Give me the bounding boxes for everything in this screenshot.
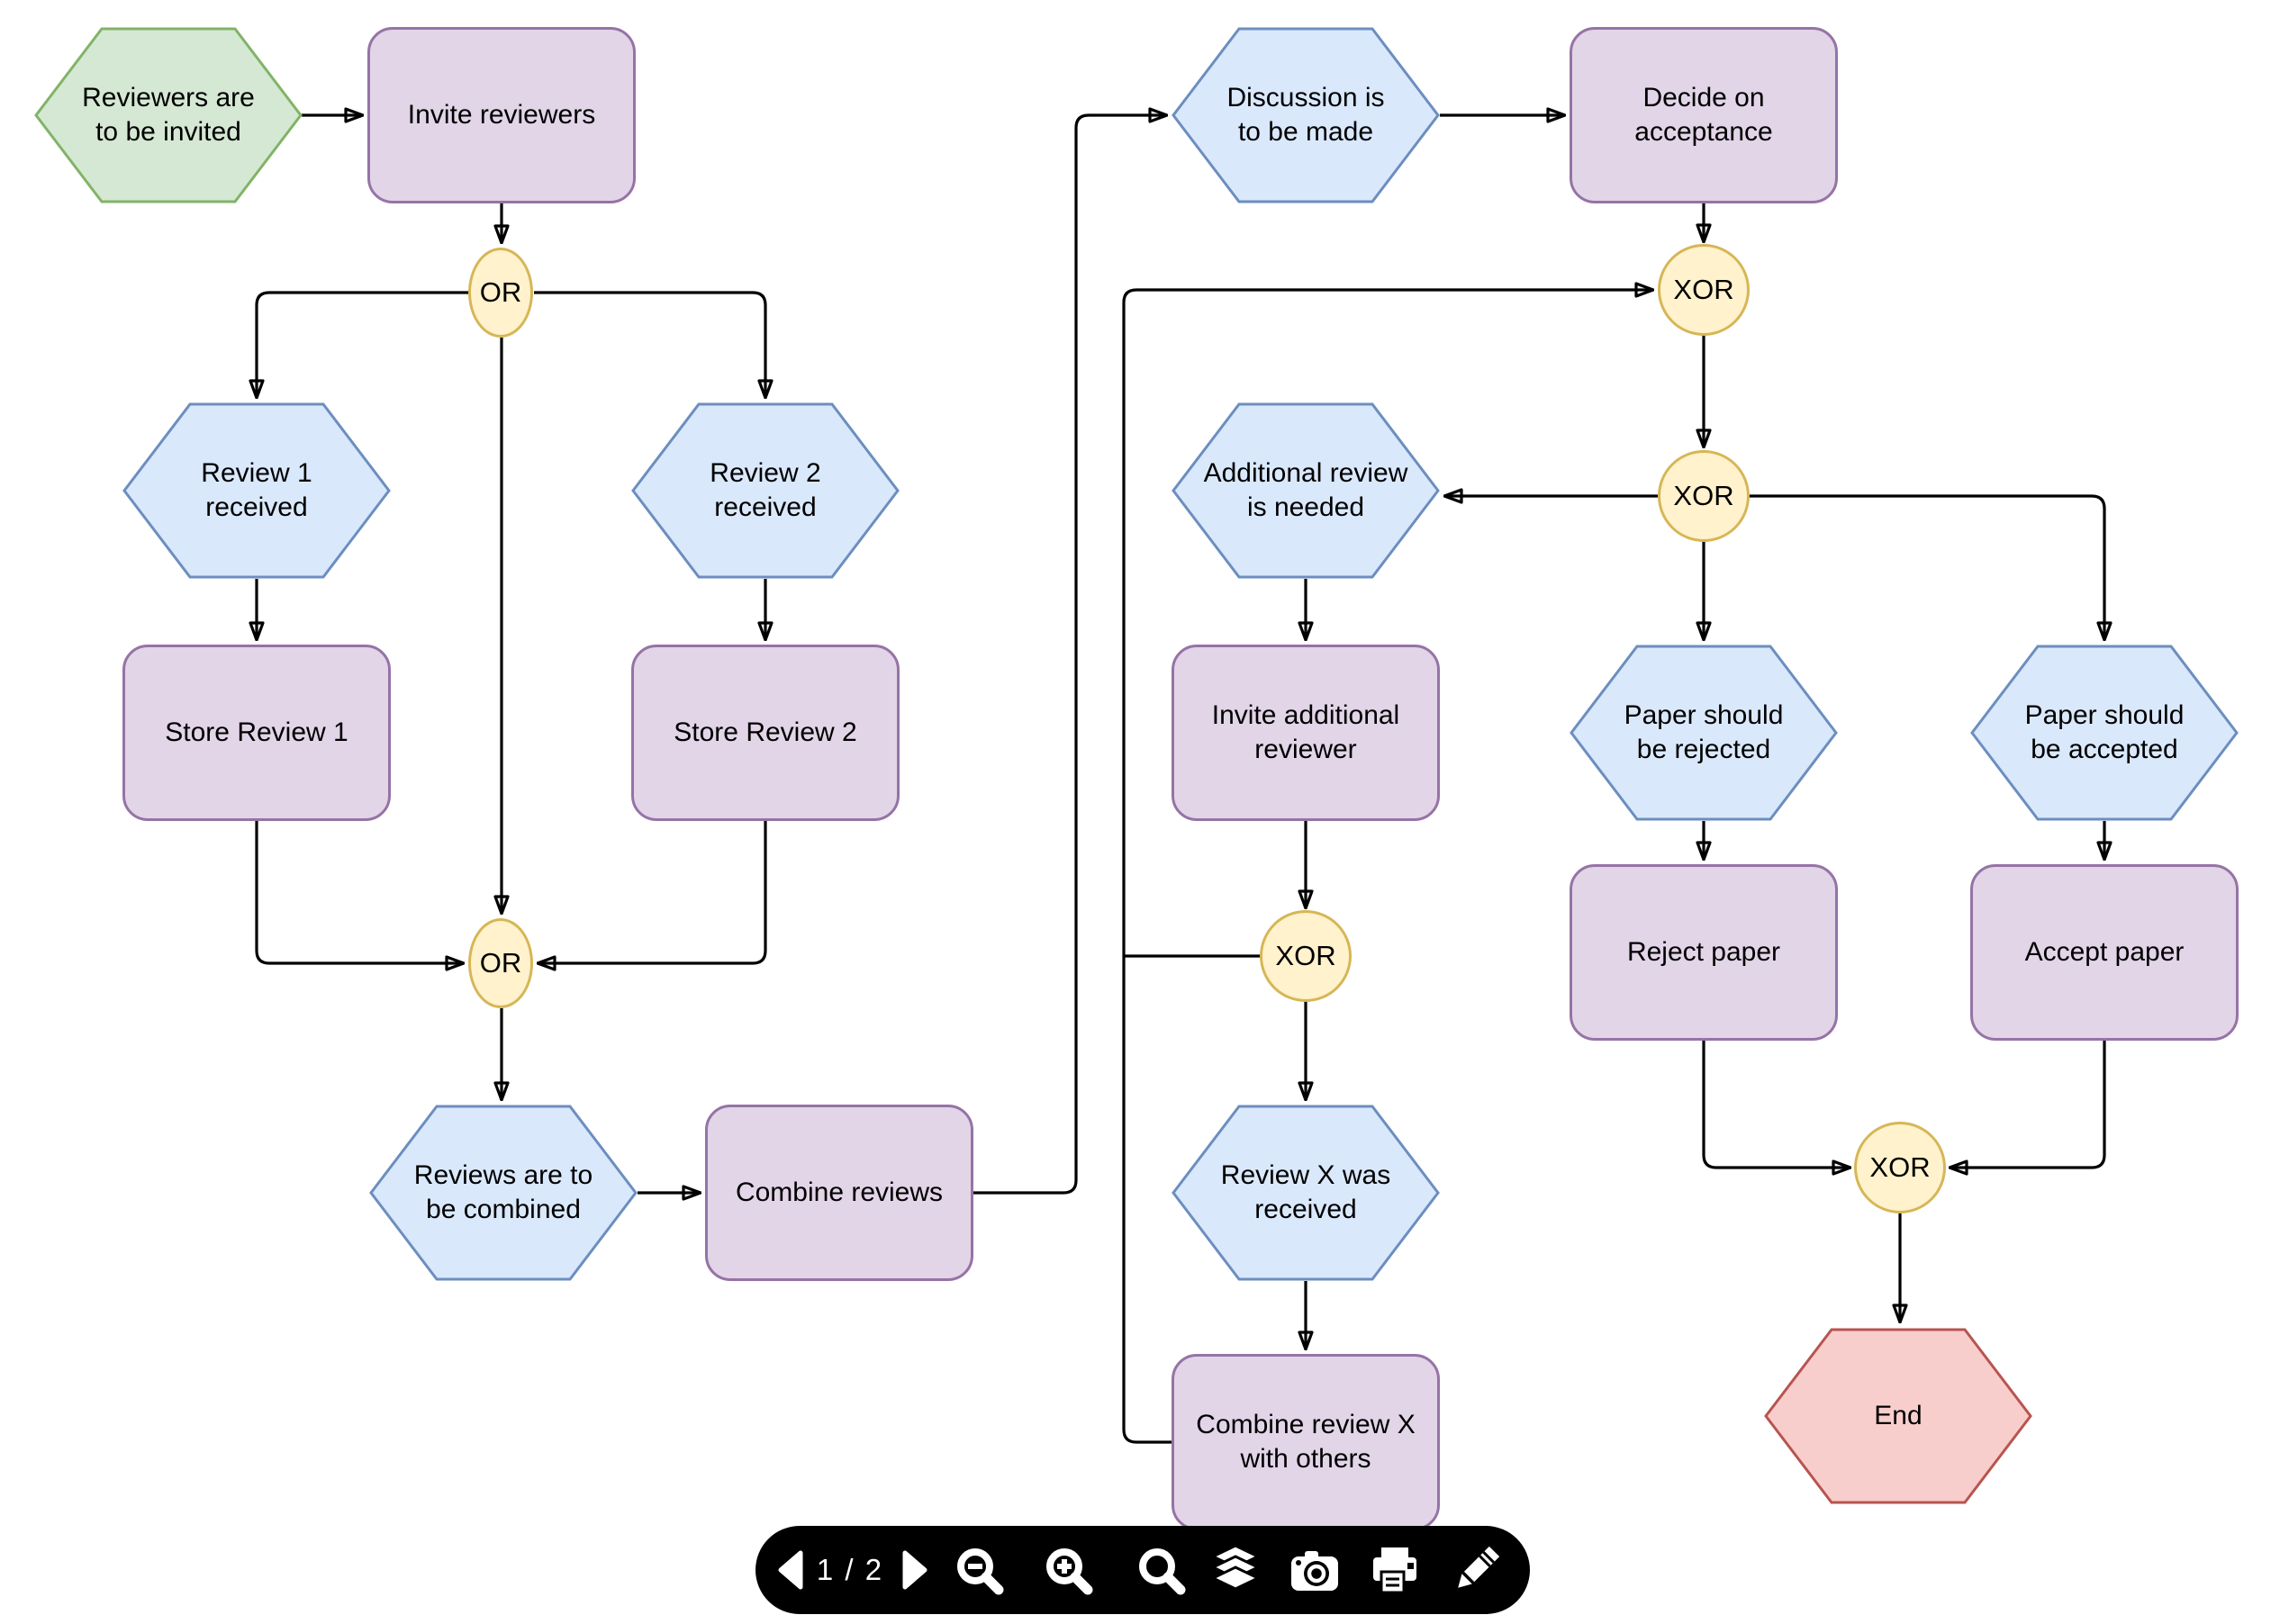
connector-xor-2: XOR (1658, 450, 1750, 542)
layers-button[interactable] (1209, 1544, 1262, 1596)
prev-page-icon (778, 1550, 803, 1590)
hexagon-shape (122, 402, 391, 579)
function-accept-paper: Accept paper (1970, 864, 2239, 1041)
hexagon-shape (34, 27, 303, 203)
node-label: Paper should be accepted (2024, 699, 2185, 764)
event-reviewers-to-be-invited: Reviewers are to be invited (34, 27, 303, 203)
zoom-in-button[interactable] (1042, 1544, 1094, 1596)
event-review-2-received: Review 2 received (631, 402, 900, 579)
viewer-toolbar: 1 / 2 (755, 1526, 1530, 1614)
event-end: End (1764, 1328, 2032, 1504)
event-reviews-to-be-combined: Reviews are to be combined (369, 1105, 638, 1281)
node-label: Accept paper (2024, 936, 2185, 967)
next-page-icon (902, 1550, 927, 1590)
snapshot-button[interactable] (1289, 1544, 1341, 1596)
node-label: Invite additional reviewer (1211, 699, 1400, 764)
connector-label: XOR (1673, 274, 1734, 305)
node-label: Additional review is needed (1203, 457, 1408, 522)
edge-store1-to-or2 (255, 821, 463, 963)
print-icon (1373, 1547, 1416, 1594)
node-label: Combine review X with others (1196, 1409, 1416, 1474)
camera-icon (1291, 1551, 1338, 1591)
event-paper-should-be-accepted: Paper should be accepted (1970, 645, 2239, 821)
event-additional-review-needed: Additional review is needed (1172, 402, 1440, 579)
node-label: Review 1 received (201, 457, 312, 522)
function-combine-reviews: Combine reviews (705, 1105, 973, 1281)
zoom-out-button[interactable] (953, 1544, 1005, 1596)
hexagon-shape (1764, 1328, 2032, 1504)
search-icon (1139, 1548, 1186, 1595)
node-label: Store Review 2 (674, 717, 857, 747)
edge-or1-to-review1 (257, 291, 469, 397)
zoom-out-icon (957, 1548, 1004, 1595)
connector-label: XOR (1275, 940, 1336, 971)
node-label: Discussion is to be made (1226, 82, 1385, 147)
function-store-review-2: Store Review 2 (631, 645, 900, 821)
node-label: Paper should be rejected (1624, 699, 1784, 764)
hexagon-shape (631, 402, 900, 579)
edge-store2-to-or2 (538, 821, 767, 963)
event-review-x-received: Review X was received (1172, 1105, 1440, 1281)
function-store-review-1: Store Review 1 (122, 645, 391, 821)
annotate-button[interactable] (1450, 1544, 1502, 1596)
zoom-in-icon (1046, 1548, 1093, 1595)
layers-icon (1209, 1544, 1262, 1591)
node-label: End (1874, 1400, 1923, 1430)
node-label: Reject paper (1626, 936, 1781, 967)
event-paper-should-be-rejected: Paper should be rejected (1570, 645, 1838, 821)
node-label: Invite reviewers (407, 99, 596, 130)
connector-or-2: OR (468, 918, 533, 1008)
edge-reject-to-xor4 (1702, 1041, 1850, 1168)
connector-or-1: OR (468, 248, 533, 338)
hexagon-shape (369, 1105, 638, 1281)
hexagon-shape (1570, 645, 1838, 821)
hexagon-shape (1172, 402, 1440, 579)
hexagon-shape (1970, 645, 2239, 821)
hexagon-shape (1172, 27, 1440, 203)
node-label: Store Review 1 (165, 717, 348, 747)
connector-xor-1: XOR (1658, 244, 1750, 336)
edge-combine-to-discussion (973, 115, 1166, 1195)
print-button[interactable] (1369, 1544, 1421, 1596)
event-review-1-received: Review 1 received (122, 402, 391, 579)
function-invite-reviewers: Invite reviewers (367, 27, 636, 203)
node-label: Reviewers are to be invited (82, 82, 255, 147)
search-button[interactable] (1135, 1544, 1187, 1596)
prev-page-button[interactable] (773, 1544, 809, 1596)
edge-accept-to-xor4 (1950, 1041, 2106, 1168)
event-discussion-to-be-made: Discussion is to be made (1172, 27, 1440, 203)
function-invite-additional-reviewer: Invite additional reviewer (1172, 645, 1440, 821)
connector-label: OR (479, 276, 522, 308)
connector-label: XOR (1673, 480, 1734, 511)
node-label: Review X was received (1220, 1159, 1391, 1224)
edge-xor2-to-paper-accepted (1747, 494, 2104, 639)
connector-xor-4: XOR (1854, 1122, 1946, 1213)
node-label: Reviews are to be combined (413, 1159, 593, 1224)
pencil-icon (1458, 1546, 1500, 1588)
function-decide-on-acceptance: Decide on acceptance (1570, 27, 1838, 203)
page-indicator: 1 / 2 (816, 1553, 884, 1586)
connector-label: OR (479, 947, 522, 979)
next-page-button[interactable] (897, 1544, 933, 1596)
node-label: Combine reviews (735, 1177, 944, 1207)
hexagon-shape (1172, 1105, 1440, 1281)
function-combine-review-x: Combine review X with others (1172, 1354, 1440, 1530)
connector-xor-3: XOR (1260, 910, 1352, 1002)
node-label: Review 2 received (710, 457, 821, 522)
edge-combine-x-loop-to-xor1 (1122, 290, 1652, 1444)
edge-or1-to-review2 (534, 291, 765, 397)
function-reject-paper: Reject paper (1570, 864, 1838, 1041)
node-label: Decide on acceptance (1634, 82, 1773, 147)
connector-label: XOR (1869, 1151, 1931, 1183)
